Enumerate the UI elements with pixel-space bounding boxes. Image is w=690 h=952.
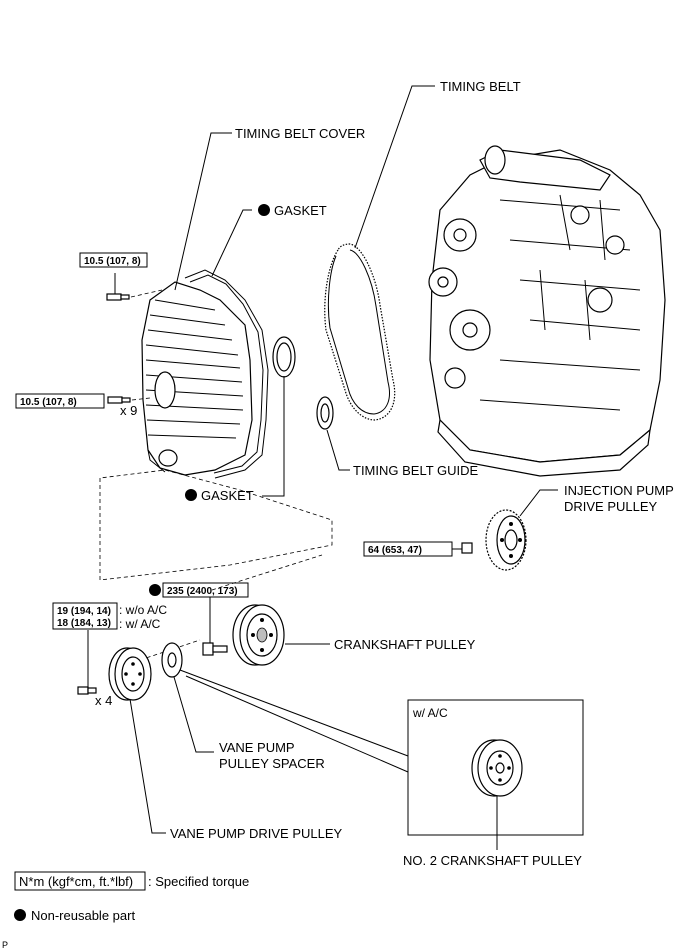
- small-gasket-shape: [272, 336, 296, 378]
- label-timing-belt: TIMING BELT: [440, 79, 521, 94]
- non-reusable-icon: [14, 909, 26, 921]
- torque-box-injection-nut: 64 (653, 47): [363, 541, 453, 557]
- label-timing-belt-guide: TIMING BELT GUIDE: [353, 463, 479, 478]
- label-injection-pump-line1: INJECTION PUMP: [564, 483, 674, 498]
- label-no2-crankshaft-pulley: NO. 2 CRANKSHAFT PULLEY: [403, 853, 582, 868]
- inset-title: w/ A/C: [412, 706, 448, 720]
- vane-pump-drive-pulley-shape: [108, 647, 152, 701]
- non-reusable-icon: [185, 489, 197, 501]
- vane-pump-spacer-shape: [161, 642, 183, 678]
- svg-text:19 (194, 14): 19 (194, 14): [57, 606, 111, 617]
- engine-block: [428, 145, 666, 477]
- label-vane-spacer-line2: PULLEY SPACER: [219, 756, 325, 771]
- inset-box: [407, 699, 584, 836]
- label-vane-pump-drive-pulley: VANE PUMP DRIVE PULLEY: [170, 826, 343, 841]
- label-gasket-lower: GASKET: [201, 488, 254, 503]
- leader-lines: [87, 85, 558, 850]
- label-injection-pump-line2: DRIVE PULLEY: [564, 499, 658, 514]
- svg-text:N*m (kgf*cm, ft.*lbf): N*m (kgf*cm, ft.*lbf): [19, 874, 133, 889]
- legend-torque: N*m (kgf*cm, ft.*lbf) : Specified torque: [14, 871, 249, 891]
- injection-pump-pulley-shape: [485, 509, 527, 571]
- no2-crankshaft-pulley-shape: [471, 739, 523, 797]
- torque-box-vane-pump: 19 (194, 14) 18 (184, 13): [52, 602, 118, 630]
- non-reusable-icon: [149, 584, 161, 596]
- crankshaft-pulley-shape: [232, 604, 285, 666]
- crankshaft-bolt: [202, 642, 228, 656]
- cover-bolt-count: x 9: [120, 403, 137, 418]
- injection-pump-nut: [461, 542, 473, 554]
- svg-text:10.5 (107, 8): 10.5 (107, 8): [84, 256, 141, 267]
- label-vane-spacer-line1: VANE PUMP: [219, 740, 295, 755]
- non-reusable-icon: [258, 204, 270, 216]
- svg-text:Non-reusable part: Non-reusable part: [31, 908, 135, 923]
- label-gasket-upper: GASKET: [274, 203, 327, 218]
- vane-pump-bolt-count: x 4: [95, 693, 112, 708]
- corner-mark: P: [2, 940, 8, 950]
- svg-text:235 (2400, 173): 235 (2400, 173): [167, 586, 238, 597]
- torque-box-cover-left: 10.5 (107, 8): [15, 393, 105, 409]
- cover-bolt-left: [107, 396, 131, 404]
- label-timing-belt-cover: TIMING BELT COVER: [235, 126, 365, 141]
- cover-bolt-top: [106, 293, 130, 301]
- svg-text:: Specified torque: : Specified torque: [148, 874, 249, 889]
- svg-text:18 (184, 13): 18 (184, 13): [57, 618, 111, 629]
- svg-text:10.5 (107, 8): 10.5 (107, 8): [20, 397, 77, 408]
- w-ac-note: : w/ A/C: [119, 617, 161, 631]
- legend-non-reusable: Non-reusable part: [14, 908, 135, 923]
- timing-belt-cover-shape: [141, 281, 253, 476]
- cover-gasket-shape: [184, 269, 269, 479]
- timing-belt-guide-shape: [316, 396, 334, 430]
- label-crankshaft-pulley: CRANKSHAFT PULLEY: [334, 637, 476, 652]
- torque-box-cover-top: 10.5 (107, 8): [79, 252, 148, 268]
- timing-belt-shape: [324, 243, 396, 421]
- vane-pump-bolt: [77, 686, 97, 695]
- wo-ac-note: : w/o A/C: [119, 603, 167, 617]
- torque-box-crankshaft-bolt: 235 (2400, 173): [162, 582, 249, 598]
- svg-text:64 (653, 47): 64 (653, 47): [368, 545, 422, 556]
